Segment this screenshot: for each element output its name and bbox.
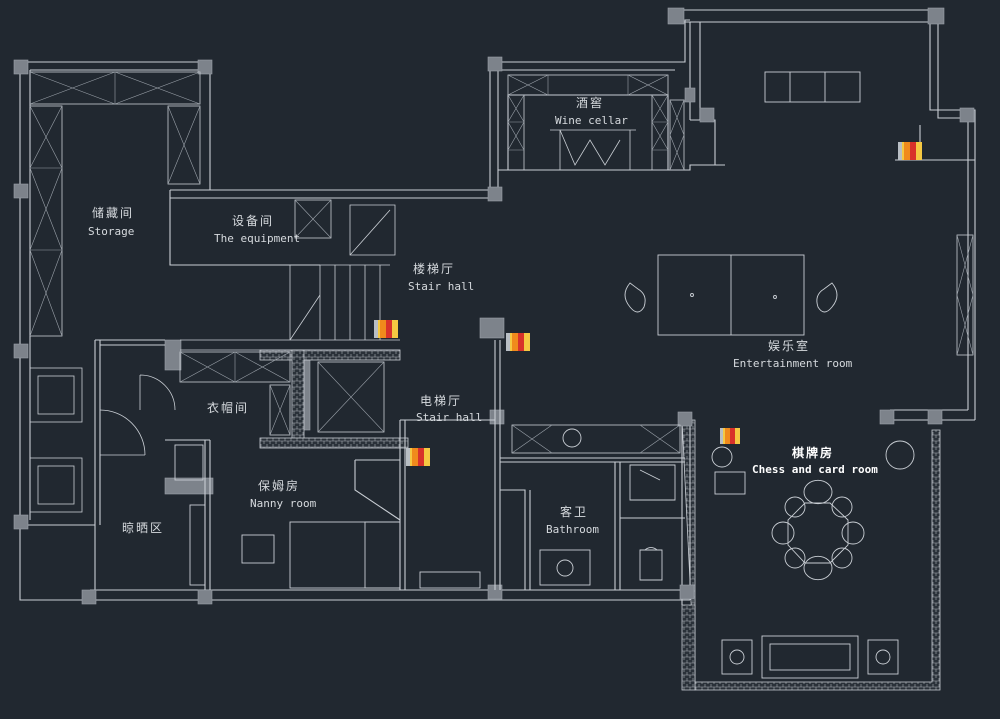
wine-cellar-label-cn: 酒窖 (576, 95, 604, 110)
bathroom-fixtures (511, 424, 681, 586)
entertainment-label-cn: 娱乐室 (768, 338, 810, 353)
stair (180, 204, 400, 351)
nanny-label-en: Nanny room (250, 497, 317, 510)
elevator-hall-label-cn: 电梯厅 (420, 394, 462, 408)
chess-label-cn: 棋牌房 (792, 445, 834, 460)
entertainment-furniture (624, 71, 974, 356)
storage-label-cn: 储藏间 (92, 205, 134, 220)
electrical-tag (720, 428, 740, 444)
interior-walls (94, 339, 685, 590)
drying-label-cn: 晾晒区 (122, 520, 164, 535)
wine-cellar-label-en: Wine cellar (555, 114, 628, 127)
electrical-tag (506, 333, 530, 351)
electrical-tag (374, 320, 398, 338)
stair-hall-label-en: Stair hall (408, 280, 474, 293)
electrical-tag (406, 448, 430, 466)
nanny-label-cn: 保姆房 (258, 478, 300, 493)
equipment-label-en: The equipment (214, 232, 300, 245)
drying-area (29, 367, 176, 513)
storage-label-en: Storage (88, 225, 134, 238)
nanny-furniture (174, 444, 481, 589)
electrical-tags (374, 142, 922, 466)
bathroom-label-cn: 客卫 (560, 504, 588, 519)
elevator-core (179, 349, 409, 449)
equipment-label-cn: 设备间 (232, 214, 274, 228)
entertainment-label-en: Entertainment room (733, 357, 853, 370)
cloakroom-label-cn: 衣帽间 (207, 400, 249, 415)
elevator-hall-label-en: Stair hall (416, 411, 482, 424)
storage-shelves (29, 71, 332, 337)
electrical-tag (898, 142, 922, 160)
bathroom-label-en: Bathroom (546, 523, 599, 536)
room-labels: 储藏间 Storage 设备间 The equipment 酒窖 Wine ce… (88, 95, 878, 536)
chess-label-en: Chess and card room (752, 463, 878, 476)
stair-hall-label-cn: 楼梯厅 (413, 261, 455, 276)
chess-furniture (711, 440, 915, 679)
columns (13, 7, 975, 605)
wine-cellar-racks (507, 74, 685, 171)
